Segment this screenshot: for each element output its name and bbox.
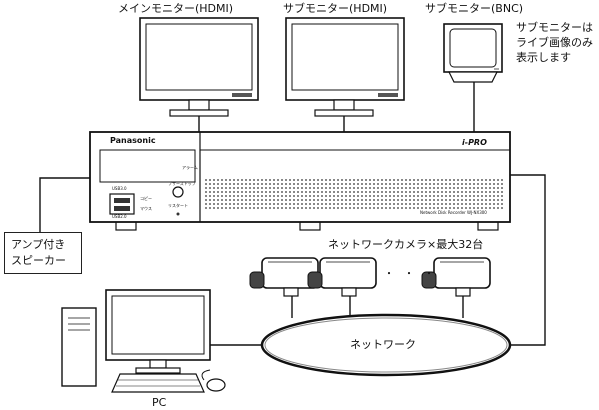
- network-ellipse: [260, 313, 512, 377]
- recorder-brand: Panasonic: [110, 136, 156, 145]
- network-ellipse-inner: [264, 317, 508, 373]
- sub-monitor-note-line-2: ライブ画像のみ: [516, 36, 593, 49]
- sub-monitor-note-line-3: 表示します: [516, 51, 571, 64]
- restart-label: リスタート: [168, 203, 188, 208]
- cameras-ellipsis: ・ ・ ・: [384, 269, 434, 280]
- cables: [39, 82, 546, 346]
- sub-hdmi-monitor-label: サブモニター(HDMI): [283, 2, 388, 15]
- speaker-label-line-1: アンプ付き: [11, 238, 66, 251]
- recorder-vent: [205, 179, 503, 209]
- sub-monitor-note: サブモニターは ライブ画像のみ 表示します: [516, 20, 593, 65]
- recorder: [89, 131, 511, 231]
- main-monitor: [139, 17, 259, 117]
- sub-monitor-note-line-1: サブモニターは: [516, 21, 593, 34]
- cable-recorder-network: [510, 174, 546, 346]
- recorder-logo: i-PRO: [462, 138, 487, 147]
- cameras-label: ネットワークカメラ×最大32台: [328, 238, 484, 251]
- bnc-monitor: [443, 23, 503, 83]
- network-label: ネットワーク: [350, 338, 416, 351]
- copy-label: コピー: [140, 196, 152, 201]
- pc-label: PC: [152, 396, 167, 409]
- sub-hdmi-monitor: [285, 17, 405, 117]
- alarm-label: アラーム: [182, 165, 198, 170]
- network-camera-3: [421, 257, 491, 297]
- usb-top-label: USB3.0: [112, 186, 127, 191]
- usb-bottom-label: USB2.0: [112, 214, 127, 219]
- network-camera-2: [307, 257, 377, 297]
- cable-speaker: [39, 177, 90, 232]
- speaker-box: アンプ付き スピーカー: [4, 232, 82, 274]
- main-monitor-label: メインモニター(HDMI): [118, 2, 234, 15]
- recorder-model: Network Disk Recorder WJ-NX300: [420, 210, 487, 215]
- sub-bnc-monitor-label: サブモニター(BNC): [425, 2, 524, 15]
- buzzer-label: ブザーストップ: [168, 181, 196, 186]
- pc: [61, 289, 226, 393]
- speaker-label-line-2: スピーカー: [11, 254, 66, 267]
- mouse-label: マウス: [140, 206, 152, 211]
